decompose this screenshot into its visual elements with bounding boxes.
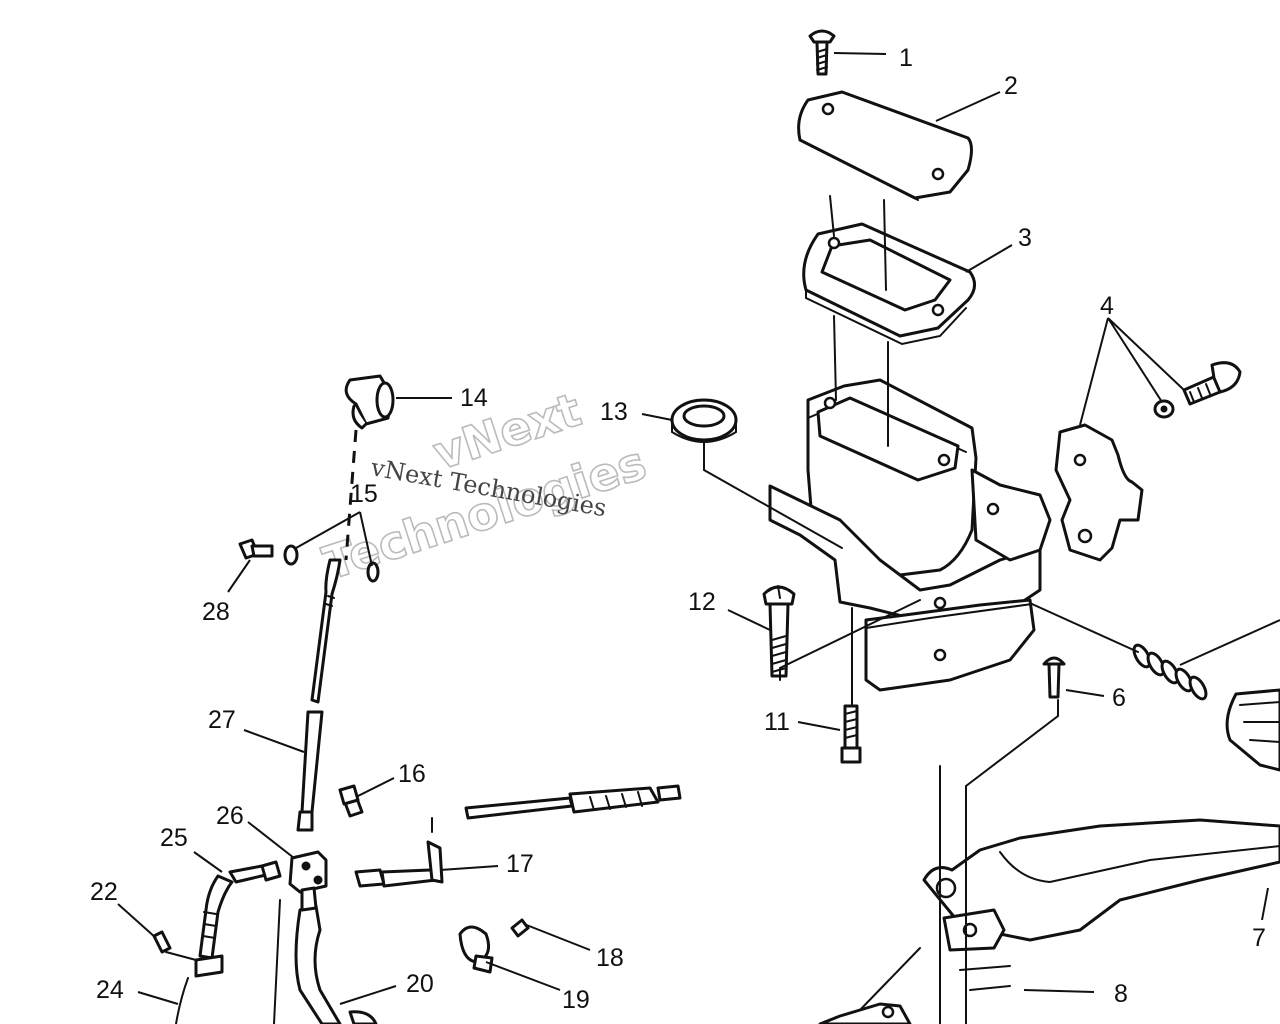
part-20-hose: [294, 886, 378, 1024]
callout-16: 16: [398, 760, 426, 788]
callout-22: 22: [90, 878, 118, 906]
part-26-junction-block: [288, 850, 328, 894]
callout-11: 11: [764, 708, 790, 736]
part-2-cover: [797, 90, 973, 201]
guide-lines: [344, 195, 1139, 833]
master-cylinder-body: [768, 378, 1052, 692]
callout-17: 17: [506, 850, 534, 878]
part-27-brake-line: [296, 558, 342, 832]
part-13-ring: [670, 398, 738, 443]
callout-27: 27: [208, 706, 236, 734]
callout-6: 6: [1112, 684, 1126, 712]
part-16-fitting: [338, 784, 364, 818]
part-1-screw: [808, 29, 836, 76]
part-12-screw: [762, 585, 796, 678]
callout-19: 19: [562, 986, 590, 1014]
callout-8: 8: [1114, 980, 1128, 1008]
callout-15: 15: [350, 480, 378, 508]
part-6-pin: [1042, 656, 1066, 699]
callout-18: 18: [596, 944, 624, 972]
part-14-tee: [344, 374, 395, 430]
callout-14: 14: [460, 384, 488, 412]
spring-piston: [1132, 619, 1280, 772]
callout-labels: 1 2 3 4 6 7 8 11 12 13 14 15 16 17 18 19…: [90, 44, 1266, 1014]
callout-26: 26: [216, 802, 244, 830]
part-3-gasket: [802, 222, 976, 346]
part-22-fitting: [152, 899, 281, 1024]
callout-1: 1: [899, 44, 913, 72]
part-11-bolt: [840, 704, 862, 764]
callout-25: 25: [160, 824, 188, 852]
callout-28: 28: [202, 598, 230, 626]
callout-20: 20: [406, 970, 434, 998]
part-28-bolt: [238, 538, 380, 583]
lever-bracket: [818, 765, 1280, 1024]
callout-3: 3: [1018, 224, 1032, 252]
leader-lines: [117, 52, 1269, 1005]
part-17-hose: [354, 784, 682, 888]
callout-4: 4: [1100, 292, 1114, 320]
callout-24: 24: [96, 976, 124, 1004]
callout-2: 2: [1004, 72, 1018, 100]
part-25-hose: [194, 860, 282, 978]
part-4-clamp: [1054, 361, 1242, 562]
callout-12: 12: [688, 588, 716, 616]
callout-13: 13: [600, 398, 628, 426]
callout-7: 7: [1252, 924, 1266, 952]
